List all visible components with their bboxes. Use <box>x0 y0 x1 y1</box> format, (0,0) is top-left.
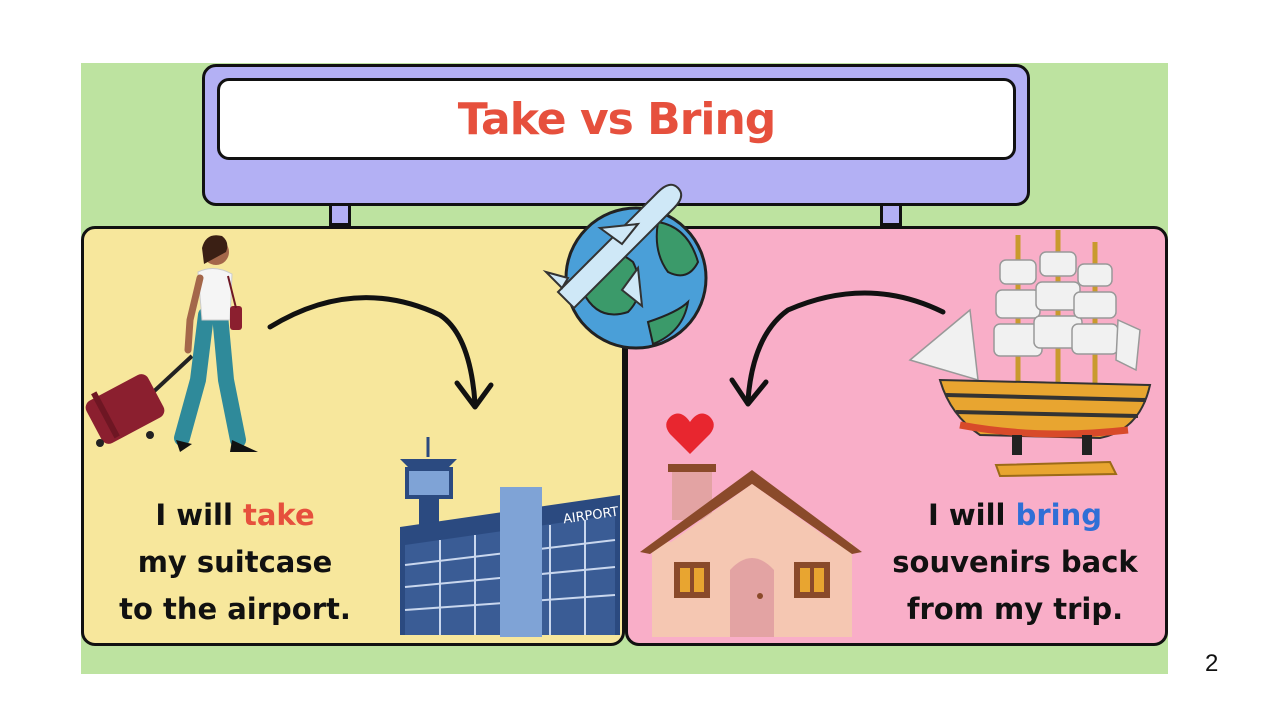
curved-arrow-icon <box>729 290 946 407</box>
title-box: Take vs Bring <box>217 78 1016 160</box>
bring-caption-prefix: I will <box>927 498 1016 532</box>
page-number: 2 <box>1205 650 1219 677</box>
take-highlight: take <box>243 498 315 532</box>
take-caption-line3: to the airport. <box>119 592 351 626</box>
sign-post-left <box>329 206 351 226</box>
heart-icon <box>666 413 714 454</box>
airport-building: AIRPORT <box>400 437 620 637</box>
bring-caption-line3: from my trip. <box>906 592 1124 626</box>
traveler-with-suitcase <box>85 235 258 452</box>
sign-post-right <box>880 206 902 226</box>
bring-highlight: bring <box>1015 498 1102 532</box>
take-caption: I will take my suitcase to the airport. <box>100 492 370 633</box>
take-caption-line2: my suitcase <box>137 545 333 579</box>
curved-arrow-icon <box>267 295 494 410</box>
plane-globe-icon <box>542 183 708 350</box>
house-icon <box>640 464 862 637</box>
sailing-ship-icon <box>908 230 1152 478</box>
bring-caption-line2: souvenirs back <box>892 545 1138 579</box>
page-title: Take vs Bring <box>457 93 777 145</box>
take-caption-prefix: I will <box>155 498 243 532</box>
bring-caption: I will bring souvenirs back from my trip… <box>880 492 1150 633</box>
